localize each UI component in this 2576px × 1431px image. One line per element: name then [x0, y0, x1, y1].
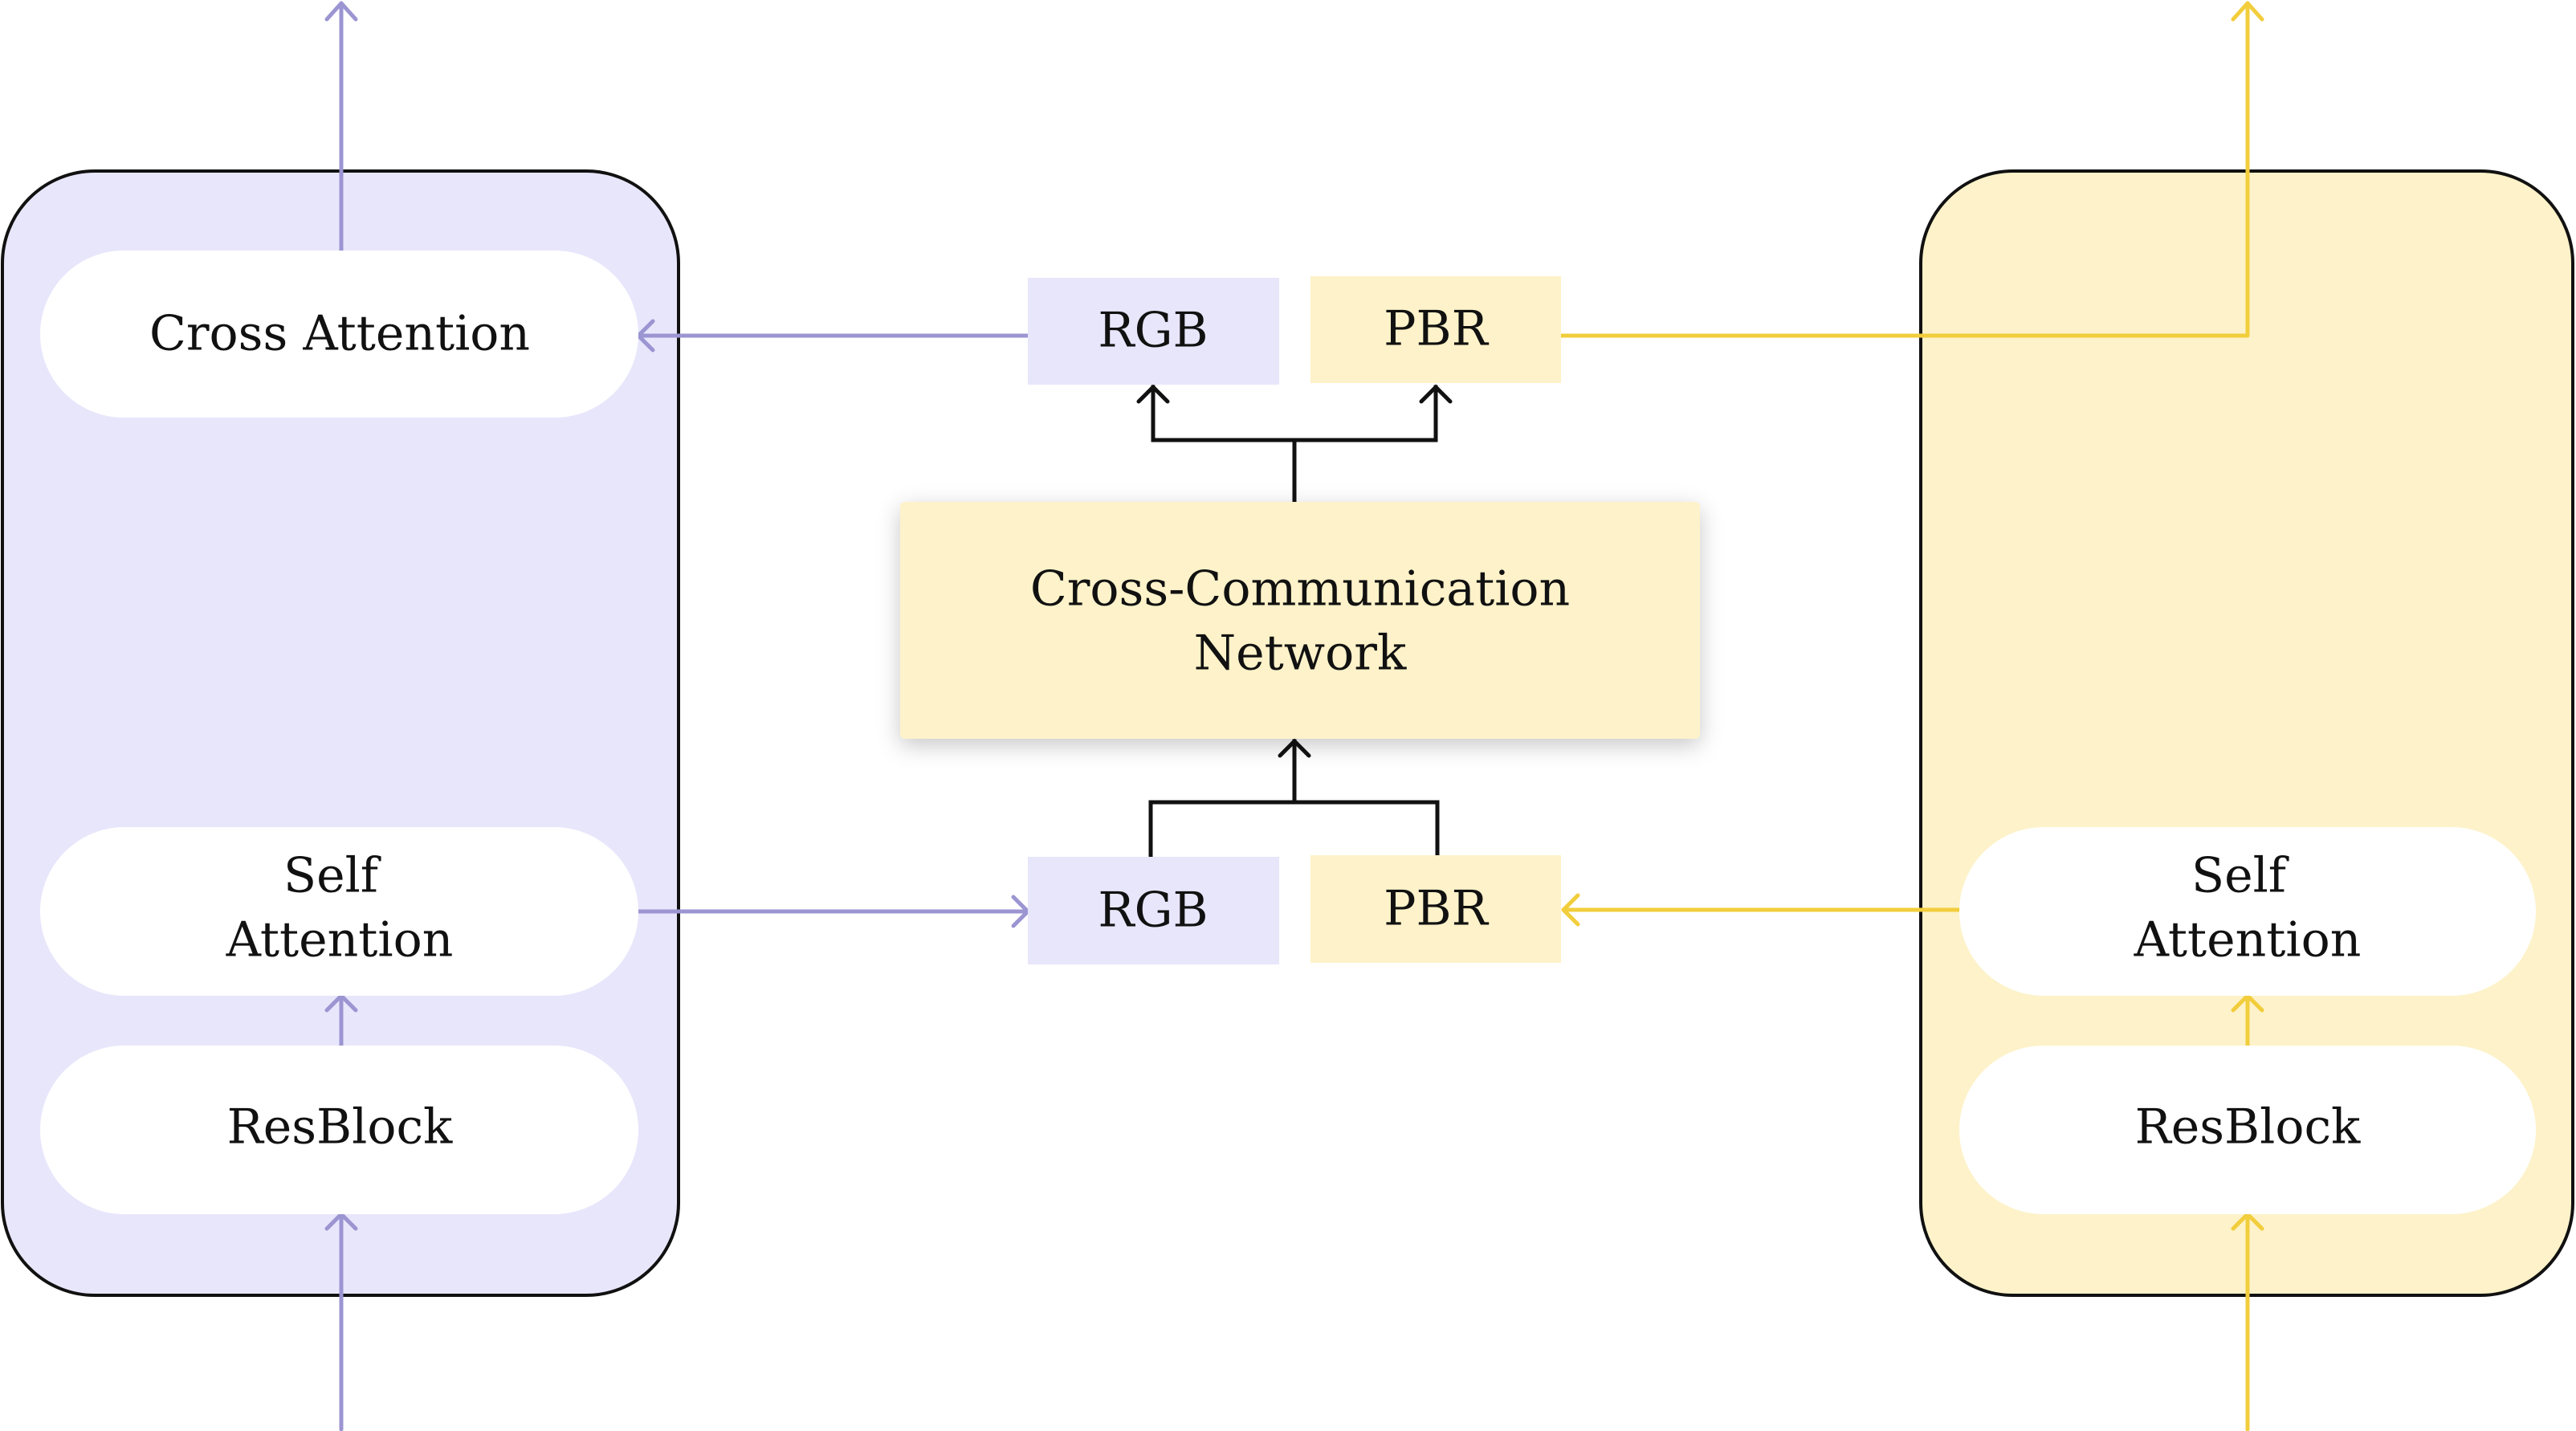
pbr-self-attention-label-line2: Attention — [2134, 912, 2362, 968]
rgb-resblock-label: ResBlock — [227, 1099, 453, 1156]
rgb-cross-attention-node: Cross Attention — [40, 251, 638, 418]
top-rgb-feature: RGB — [1028, 278, 1279, 385]
top-pbr-label: PBR — [1384, 301, 1489, 357]
pbr-arrows — [1559, 1, 2264, 1431]
pbr-self-attention-label-line1: Self — [2191, 848, 2289, 904]
rgb-self-attention-node: Self Attention — [40, 827, 638, 996]
pbr-self-attention-node: Self Attention — [1959, 827, 2536, 996]
network-label-line1: Cross-Communication — [1030, 561, 1570, 618]
top-rgb-label: RGB — [1098, 303, 1208, 359]
network-label-line2: Network — [1194, 626, 1407, 682]
cross-communication-network-node: Cross-Communication Network — [900, 502, 1700, 739]
bottom-pbr-feature: PBR — [1310, 855, 1561, 963]
center-connectors — [1136, 384, 1453, 858]
pbr-resblock-label: ResBlock — [2135, 1099, 2361, 1156]
pbr-resblock-node: ResBlock — [1959, 1046, 2536, 1214]
rgb-self-attention-label-line2: Attention — [226, 912, 454, 968]
bottom-rgb-feature: RGB — [1028, 857, 1279, 964]
rgb-resblock-node: ResBlock — [40, 1046, 638, 1214]
bottom-pbr-label: PBR — [1384, 881, 1489, 937]
rgb-self-attention-label-line1: Self — [283, 848, 381, 904]
bottom-rgb-label: RGB — [1098, 883, 1208, 939]
top-pbr-feature: PBR — [1310, 276, 1561, 383]
rgb-cross-attention-label: Cross Attention — [149, 306, 530, 362]
